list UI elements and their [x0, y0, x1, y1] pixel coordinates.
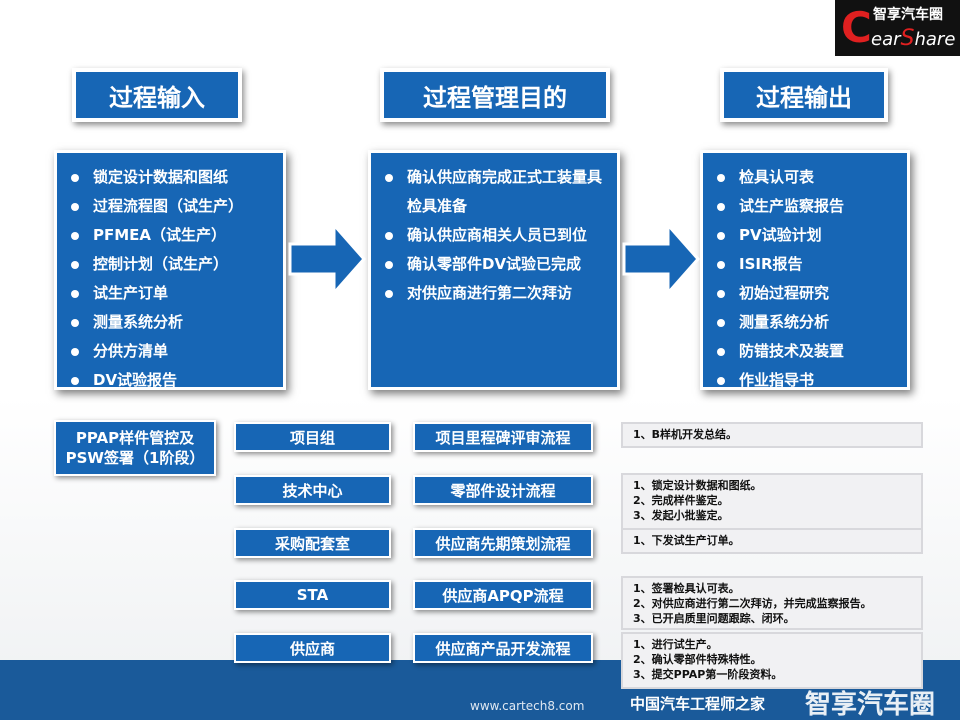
- logo: C 智享汽车圈 earShare: [835, 0, 960, 56]
- watermark-line1: 中国汽车工程师之家: [630, 695, 766, 713]
- note-line: 3、已开启质里问题跟踪、闭环。: [633, 612, 795, 625]
- note-box: 1、B样机开发总结。: [621, 422, 923, 448]
- process-cell: 供应商APQP流程: [413, 580, 593, 610]
- note-line: 1、B样机开发总结。: [633, 428, 738, 441]
- bullet-item: 初始过程研究: [713, 279, 899, 308]
- note-line: 2、确认零部件特殊特性。: [633, 653, 762, 666]
- process-cell: 项目里程碑评审流程: [413, 422, 593, 452]
- bullet-item: 分供方清单: [67, 337, 275, 366]
- process-cell: 供应商产品开发流程: [413, 633, 593, 663]
- header-process-output: 过程输出: [720, 68, 888, 122]
- logo-en-prefix: ear: [871, 29, 901, 50]
- bullet-item: 测量系统分析: [67, 308, 275, 337]
- note-line: 1、下发试生产订单。: [633, 534, 740, 547]
- arrow-right-icon: [622, 222, 701, 296]
- note-box: 1、签署检具认可表。 2、对供应商进行第二次拜访，并完成监察报告。 3、已开启质里问…: [621, 576, 923, 630]
- process-cell: 供应商先期策划流程: [413, 528, 593, 558]
- bullet-item: 控制计划（试生产）: [67, 250, 275, 279]
- watermark: 中国汽车工程师之家: [630, 695, 765, 714]
- bullet-item: 试生产订单: [67, 279, 275, 308]
- watermark-3: www.cartech8.com: [470, 698, 584, 714]
- logo-en-rest: hare: [914, 29, 956, 50]
- watermark-line3: www.cartech8.com: [470, 699, 585, 713]
- dept-cell: 供应商: [234, 633, 391, 663]
- dept-cell: STA: [234, 580, 391, 610]
- note-box: 1、锁定设计数据和图纸。 2、完成样件鉴定。 3、发起小批鉴定。: [621, 473, 923, 530]
- note-line: 1、签署检具认可表。: [633, 582, 740, 595]
- note-line: 3、发起小批鉴定。: [633, 509, 729, 522]
- bullet-item: 测量系统分析: [713, 308, 899, 337]
- dept-cell: 采购配套室: [234, 528, 391, 558]
- watermark-line2: 智享汽车圈: [805, 690, 936, 720]
- bullet-item: 防错技术及装置: [713, 337, 899, 366]
- ppap-label: PPAP样件管控及 PSW签署（1阶段）: [54, 420, 216, 476]
- note-line: 2、完成样件鉴定。: [633, 494, 729, 507]
- ppap-line2: PSW签署（1阶段）: [65, 449, 205, 467]
- logo-cn-text: 智享汽车圈: [873, 7, 943, 23]
- note-line: 1、锁定设计数据和图纸。: [633, 479, 762, 492]
- bullet-item: 试生产监察报告: [713, 192, 899, 221]
- bullet-item: 锁定设计数据和图纸: [67, 163, 275, 192]
- bullet-item: 对供应商进行第二次拜访: [381, 279, 609, 308]
- bullet-item: 确认供应商完成正式工装量具: [381, 163, 609, 192]
- purpose-panel: 确认供应商完成正式工装量具检具准备确认供应商相关人员已到位确认零部件DV试验已完…: [368, 150, 620, 390]
- header-process-purpose: 过程管理目的: [380, 68, 610, 122]
- watermark-2: 智享汽车圈: [805, 690, 935, 720]
- bullet-item: DV试验报告: [67, 366, 275, 395]
- bullet-item: PV试验计划: [713, 221, 899, 250]
- bullet-item: PFMEA（试生产）: [67, 221, 275, 250]
- logo-s: S: [900, 26, 915, 51]
- note-box: 1、进行试生产。 2、确认零部件特殊特性。 3、提交PPAP第一阶段资料。: [621, 632, 923, 689]
- process-cell: 零部件设计流程: [413, 475, 593, 505]
- bullet-item: 过程流程图（试生产）: [67, 192, 275, 221]
- bullet-item: 检具准备: [407, 197, 468, 215]
- input-panel: 锁定设计数据和图纸过程流程图（试生产）PFMEA（试生产）控制计划（试生产）试生…: [54, 150, 286, 390]
- ppap-line1: PPAP样件管控及: [75, 429, 195, 447]
- note-line: 2、对供应商进行第二次拜访，并完成监察报告。: [633, 597, 872, 610]
- bullet-item: 确认供应商相关人员已到位: [381, 221, 609, 250]
- logo-en-text: earShare: [871, 27, 955, 52]
- arrow-right-icon: [288, 222, 367, 296]
- logo-gear-c: C: [841, 3, 872, 52]
- dept-cell: 技术中心: [234, 475, 391, 505]
- dept-cell: 项目组: [234, 422, 391, 452]
- note-line: 1、进行试生产。: [633, 638, 718, 651]
- note-line: 3、提交PPAP第一阶段资料。: [633, 668, 783, 681]
- note-box: 1、下发试生产订单。: [621, 528, 923, 554]
- bullet-item: ISIR报告: [713, 250, 899, 279]
- bullet-item: 检具认可表: [713, 163, 899, 192]
- bullet-item: 作业指导书: [713, 366, 899, 395]
- bullet-item: 确认零部件DV试验已完成: [381, 250, 609, 279]
- header-process-input: 过程输入: [72, 68, 242, 122]
